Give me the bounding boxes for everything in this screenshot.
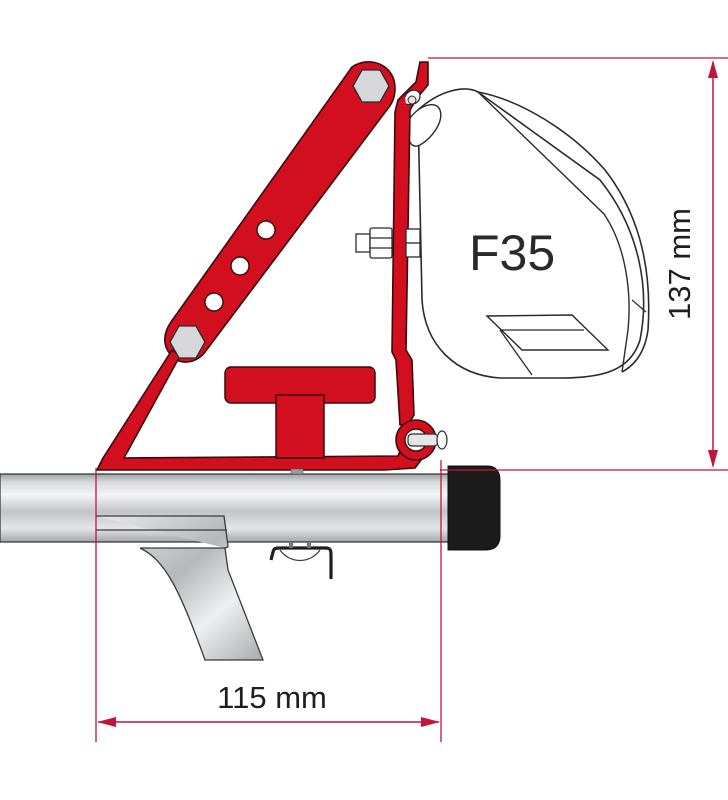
arm-holes	[204, 220, 276, 312]
width-dimension-label: 115 mm	[217, 680, 327, 715]
arrow-down-icon	[708, 450, 718, 468]
arrow-right-icon	[421, 717, 440, 727]
hex-bolt-top-icon	[352, 69, 390, 103]
model-label: F35	[469, 225, 555, 281]
bracket	[96, 61, 437, 471]
clamp-knob	[224, 366, 376, 459]
lower-pin	[404, 428, 448, 452]
hex-bolt-bottom-icon	[169, 325, 206, 359]
height-dimension-label: 137 mm	[662, 208, 697, 320]
width-dimension	[95, 460, 442, 742]
awning-housing: F35	[407, 88, 650, 379]
mid-nut	[355, 227, 421, 259]
height-dimension	[428, 57, 728, 471]
arrow-up-icon	[708, 60, 718, 78]
hex-bolts	[169, 69, 390, 359]
upper-pin	[404, 89, 421, 106]
arrow-left-icon	[97, 717, 116, 727]
roof-rail	[0, 465, 501, 661]
